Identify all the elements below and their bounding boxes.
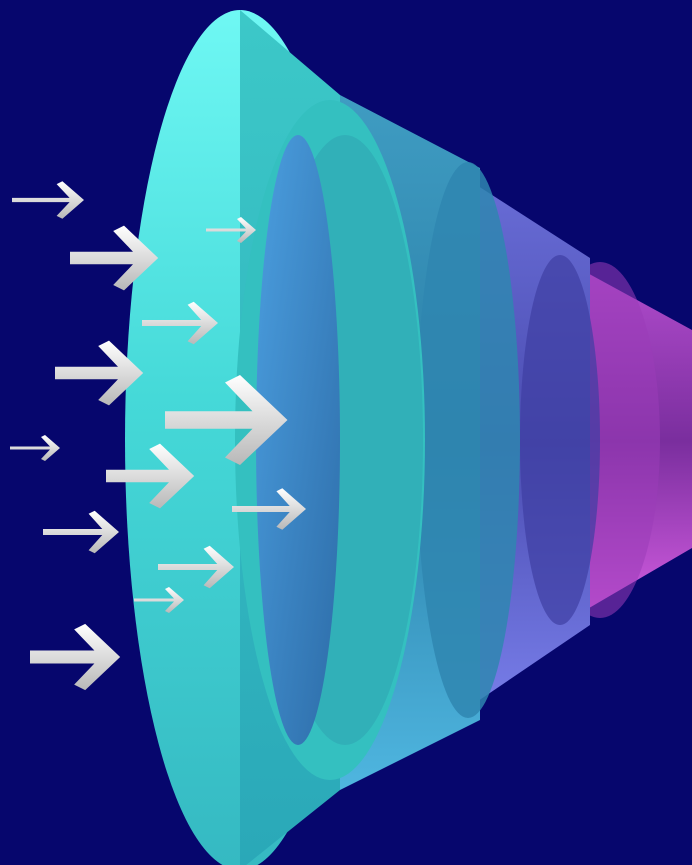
arrow-icon <box>206 217 256 243</box>
arrow-icon <box>134 587 184 613</box>
arrow-icon <box>10 435 60 461</box>
inflow-arrows <box>10 181 306 691</box>
arrow-icon <box>12 181 84 219</box>
arrow-icon <box>142 301 218 345</box>
arrow-icon <box>70 225 159 291</box>
edge-glyph: S <box>0 480 1 518</box>
arrow-icon <box>43 510 119 554</box>
funnel-opening <box>256 135 340 745</box>
arrow-icon <box>55 340 144 406</box>
arrow-icon <box>165 375 288 465</box>
arrow-icon <box>30 623 121 691</box>
arrow-icon <box>158 545 234 589</box>
arrow-icon <box>232 488 306 530</box>
arrow-icon <box>106 443 195 509</box>
